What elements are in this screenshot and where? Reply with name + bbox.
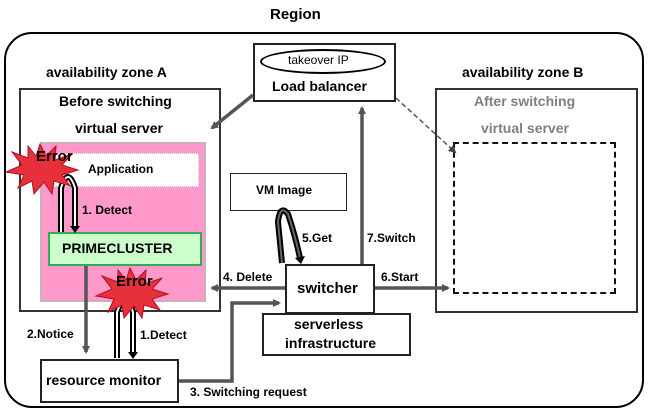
zone-b-box [435, 88, 638, 313]
delete-label: 4. Delete [223, 270, 273, 284]
after-switching-label: After switching [474, 93, 576, 109]
primecluster-box[interactable] [48, 232, 202, 266]
switching-request-label: 3. Switching request [190, 385, 307, 399]
takeover-ip-ellipse[interactable] [260, 49, 386, 74]
arrow-switching-request [179, 299, 281, 383]
resource-monitor-label: resource monitor [46, 372, 162, 388]
zone-a-title: availability zone A [46, 64, 167, 80]
notice-label: 2.Notice [27, 327, 74, 341]
region-title: Region [270, 6, 321, 23]
get-label: 5.Get [302, 231, 333, 245]
arrow-lb-to-vs-a [210, 93, 255, 130]
detect-label-app: 1. Detect [82, 203, 133, 217]
switch-label: 7.Switch [367, 231, 416, 245]
error-label-app: Error [36, 148, 73, 165]
virtual-server-b-label: virtual server [481, 120, 569, 136]
before-switching-label: Before switching [59, 93, 172, 109]
error-burst-monitor [94, 266, 170, 320]
arrow-lb-to-vs-b [395, 97, 457, 154]
detect-label-monitor: 1.Detect [140, 328, 187, 342]
serverless-label-line1: serverless [294, 316, 364, 332]
start-label: 6.Start [381, 270, 419, 284]
virtual-server-b-placeholder[interactable] [453, 142, 616, 294]
error-burst-app [4, 142, 80, 196]
region-container [4, 32, 644, 408]
takeover-ip-label: takeover IP [288, 53, 349, 67]
serverless-label-line2: infrastructure [285, 335, 377, 351]
primecluster-label: PRIMECLUSTER [62, 240, 173, 256]
load-balancer-label: Load balancer [272, 78, 367, 94]
error-label-monitor: Error [116, 273, 153, 290]
switcher-label: switcher [297, 280, 358, 297]
vm-image-label: VM Image [256, 183, 313, 197]
application-label: Application [88, 162, 154, 176]
resource-monitor-box[interactable] [40, 359, 179, 403]
zone-b-title: availability zone B [462, 64, 584, 80]
virtual-server-a-label: virtual server [75, 120, 163, 136]
vm-image-box[interactable] [230, 173, 347, 211]
serverless-infrastructure-box[interactable] [262, 313, 411, 356]
